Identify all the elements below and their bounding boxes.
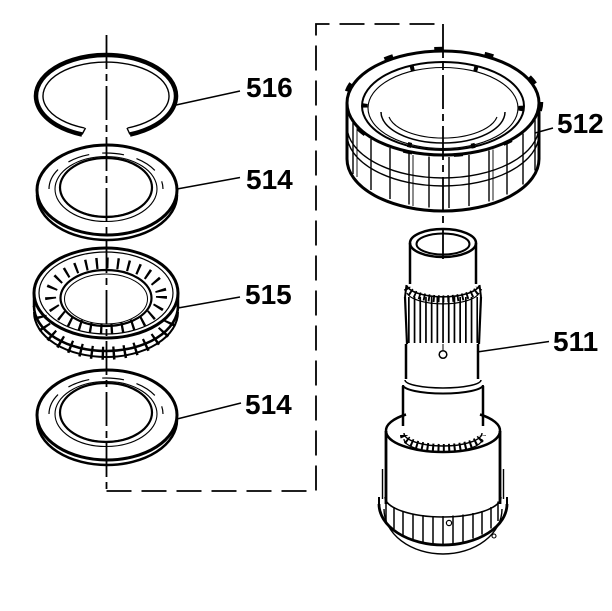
callout-label-515: 515 xyxy=(245,279,292,310)
callout-label-511: 511 xyxy=(553,326,599,357)
callout-label-514-upper: 514 xyxy=(246,164,293,195)
lube-hole xyxy=(438,349,448,360)
drum-teeth-lines xyxy=(385,501,499,544)
part-516-snap-ring xyxy=(33,52,179,137)
leader-512 xyxy=(534,127,554,134)
leader-514-lower xyxy=(176,402,242,420)
part-511-shaft xyxy=(377,227,509,555)
drum-hole-small xyxy=(491,533,497,539)
leader-511 xyxy=(476,340,550,353)
callout-label-514-lower: 514 xyxy=(245,389,292,420)
gear-teeth-lines xyxy=(352,119,536,208)
leader-515 xyxy=(177,296,241,309)
assembly-connector-dashed-line xyxy=(106,23,443,492)
part-515-roller-bearing xyxy=(32,246,180,360)
drum-hole xyxy=(445,519,453,527)
leader-516 xyxy=(175,90,241,106)
callout-leader-lines xyxy=(175,90,554,420)
leader-514-upper xyxy=(176,176,241,190)
part-512-geared-ring xyxy=(342,46,544,213)
callout-label-516: 516 xyxy=(246,72,293,103)
callout-label-512: 512 xyxy=(557,108,604,139)
